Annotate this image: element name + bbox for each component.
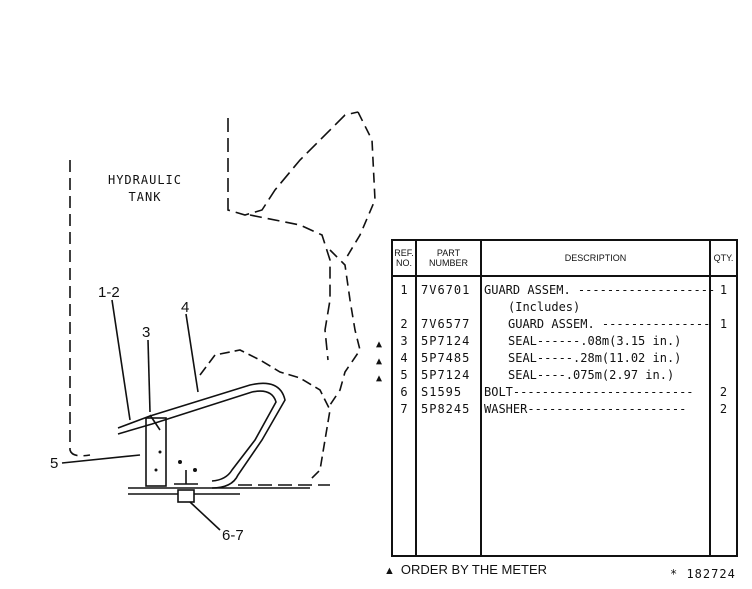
part-number: 5P8245: [415, 401, 482, 418]
guard-assembly-drawing: [61, 111, 376, 531]
part-number: S1595: [415, 384, 482, 401]
table-filler-row: [391, 418, 738, 556]
quantity: 2: [709, 401, 738, 418]
ref-header-line1: REF.: [394, 248, 414, 258]
callout-3: 3: [142, 324, 151, 341]
part-number: 7V6577: [415, 316, 482, 333]
footnote: ▲ ORDER BY THE METER: [384, 562, 547, 577]
part-number: [415, 299, 482, 316]
part-number: 7V6701: [415, 276, 482, 299]
footnote-text: ORDER BY THE METER: [400, 562, 548, 577]
ref-no: 5: [400, 368, 408, 382]
callout-5: 5: [50, 455, 59, 472]
ref-no: 6: [400, 385, 408, 399]
hydraulic-tank-label: HYDRAULIC TANK: [100, 172, 190, 206]
part-number: 5P7124: [415, 367, 482, 384]
description: (Includes): [480, 299, 711, 316]
description: SEAL----.075m(2.97 in.): [480, 367, 711, 384]
quantity: [709, 367, 738, 384]
callout-4: 4: [181, 299, 190, 316]
order-by-meter-marker-icon: ▲: [376, 339, 383, 350]
description: WASHER----------------------: [480, 401, 711, 418]
description: BOLT-------------------------: [480, 384, 711, 401]
quantity: [709, 299, 738, 316]
part-number: 5P7124: [415, 333, 482, 350]
table-row: (Includes): [391, 299, 738, 316]
description: SEAL------.08m(3.15 in.): [480, 333, 711, 350]
triangle-marker-icon: ▲: [384, 565, 395, 577]
tank-label-line2: TANK: [128, 190, 162, 204]
order-by-meter-marker-icon: ▲: [376, 356, 383, 367]
part-number-header: PART NUMBER: [415, 239, 482, 277]
order-by-meter-marker-icon: ▲: [376, 373, 383, 384]
tank-label-line1: HYDRAULIC: [107, 173, 183, 187]
ref-no: 4: [400, 351, 408, 365]
illustration-id: * 182724: [670, 567, 736, 581]
table-header-row: REF. NO. PART NUMBER DESCRIPTION QTY.: [391, 239, 738, 277]
ref-no: 3: [400, 334, 408, 348]
quantity: 1: [709, 276, 738, 299]
ref-no: 7: [400, 402, 408, 416]
description: GUARD ASSEM. ---------------: [480, 316, 711, 333]
quantity: [709, 333, 738, 350]
description: GUARD ASSEM. -------------------: [480, 276, 715, 299]
callout-6-7: 6-7: [222, 527, 244, 544]
quantity: 1: [709, 316, 738, 333]
qty-header: QTY.: [709, 239, 738, 277]
quantity: 2: [709, 384, 738, 401]
part-header-line2: NUMBER: [428, 258, 468, 268]
callout-1-2: 1-2: [98, 284, 120, 301]
ref-header-line2: NO.: [395, 258, 412, 268]
ref-no: 2: [400, 317, 408, 331]
ref-no-header: REF. NO.: [391, 239, 417, 277]
description-header: DESCRIPTION: [480, 239, 711, 277]
part-number: 5P7485: [415, 350, 482, 367]
ref-no: 1: [400, 283, 408, 297]
part-header-line1: PART: [436, 248, 461, 258]
description: SEAL-----.28m(11.02 in.): [480, 350, 711, 367]
quantity: [709, 350, 738, 367]
